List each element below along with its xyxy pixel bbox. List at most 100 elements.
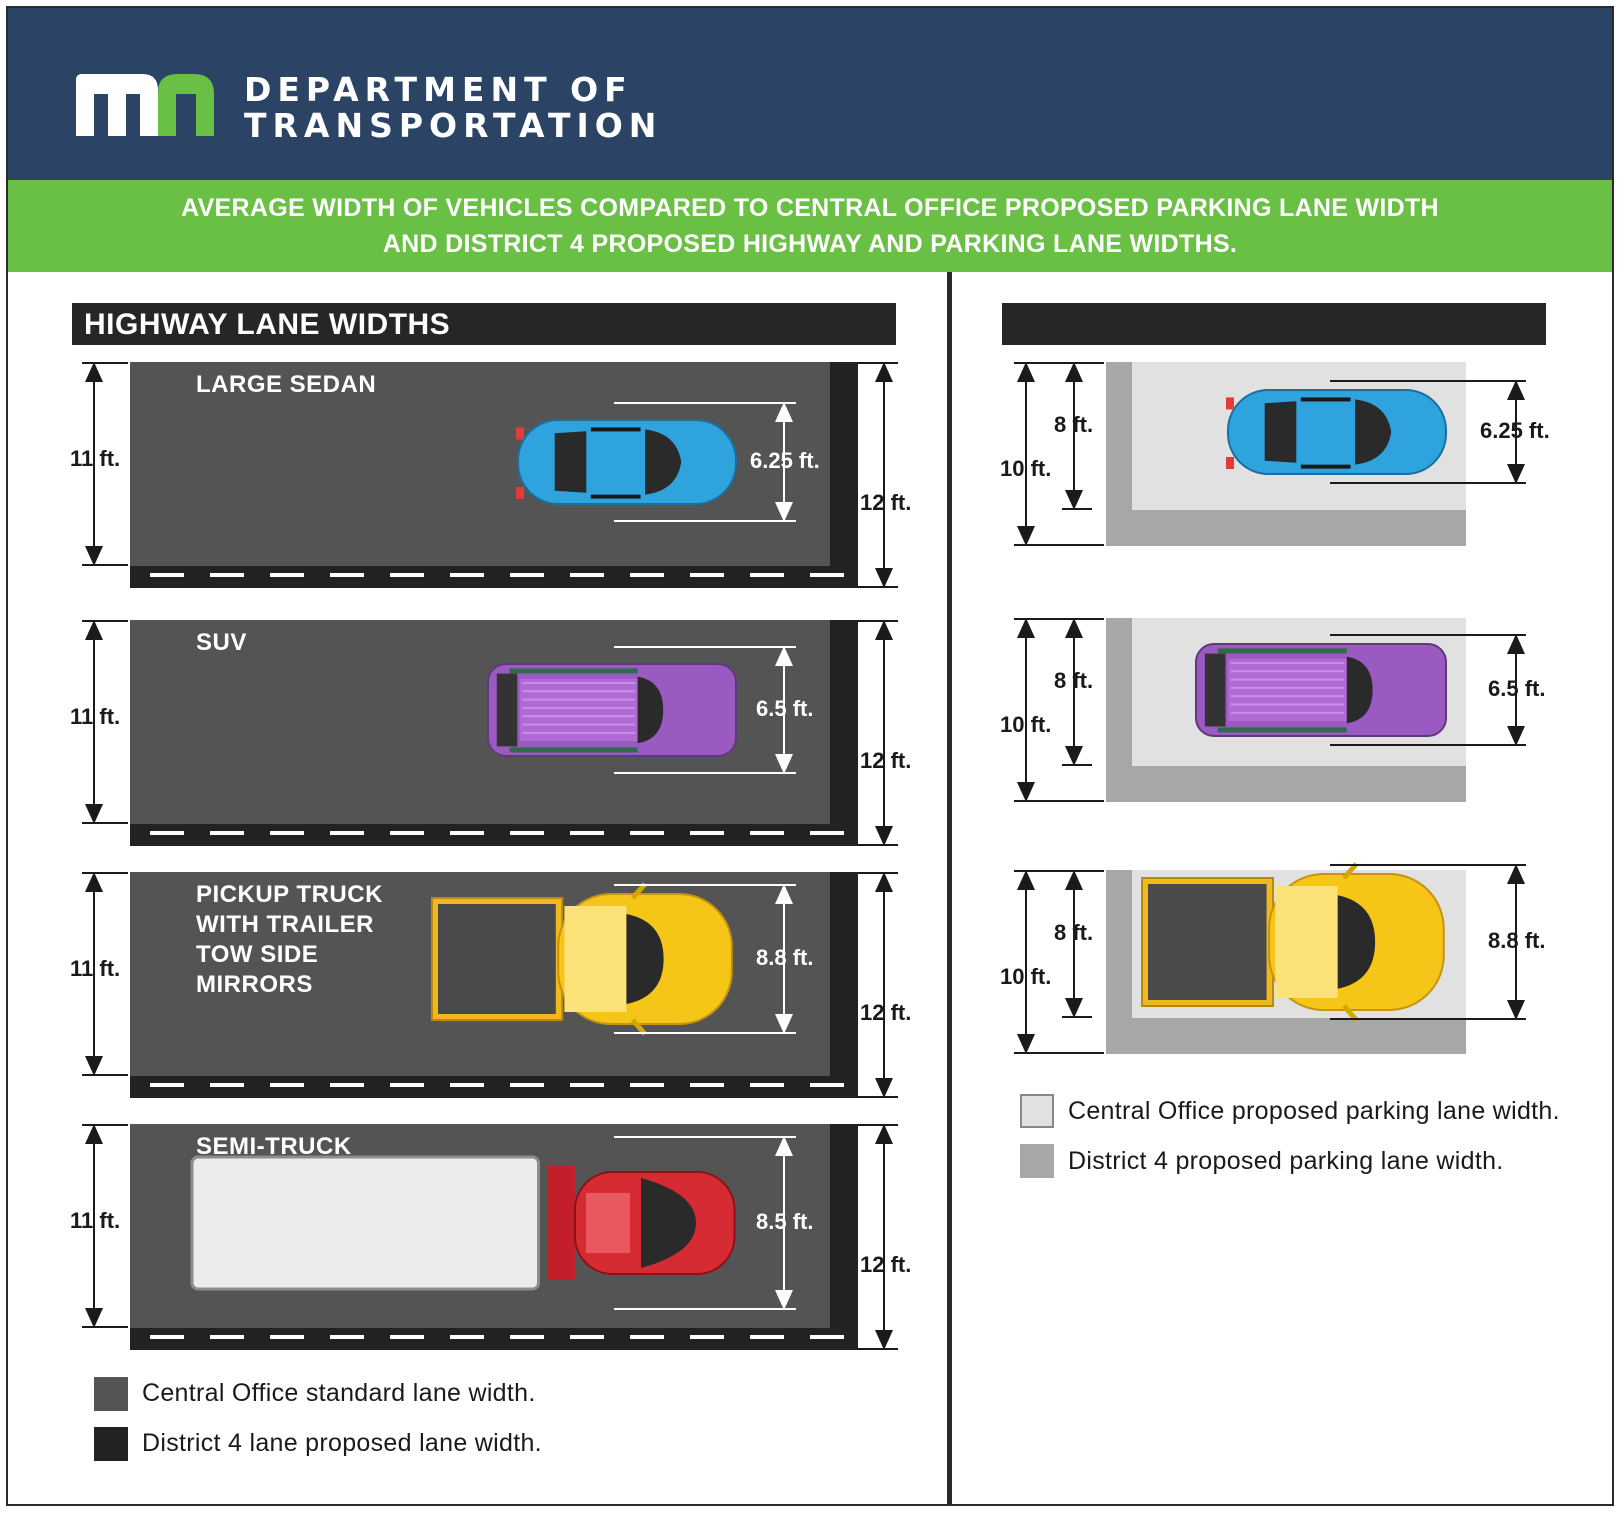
vehicle-width-label: 6.5 ft. xyxy=(1488,676,1546,701)
co-width-dim-arrow-bottom xyxy=(85,804,103,824)
mn-logo-icon xyxy=(76,74,214,136)
lane-dash xyxy=(810,1083,844,1087)
sedan-icon xyxy=(516,419,737,505)
d4-parking-tick-bottom xyxy=(1014,544,1104,546)
vehicle-width-dim-arrow-top xyxy=(775,1136,793,1156)
vehicle-width-dim-arrow-top xyxy=(775,402,793,422)
banner-line1: AVERAGE WIDTH OF VEHICLES COMPARED TO CE… xyxy=(181,194,1439,222)
d4-parking-tick-bottom xyxy=(1014,800,1104,802)
co-width-dim-line xyxy=(93,636,95,808)
vehicle-width-dim-arrow-bottom xyxy=(1507,1000,1525,1020)
co-width-label: 11 ft. xyxy=(70,704,121,729)
legend-d4-lane: District 4 lane proposed lane width. xyxy=(142,1429,542,1457)
d4-parking-dim-arrow-bottom xyxy=(1017,1034,1035,1054)
vehicle-width-label: 8.8 ft. xyxy=(1488,928,1546,953)
pickup-truck-icon xyxy=(1141,862,1445,1022)
legend-swatch-co-lane xyxy=(94,1377,128,1411)
d4-width-label: 12 ft. xyxy=(860,748,912,773)
lane-dash xyxy=(630,573,664,577)
co-width-dim-arrow-bottom xyxy=(85,546,103,566)
co-parking-dim-arrow-top xyxy=(1065,618,1083,638)
lane-dash xyxy=(210,1083,244,1087)
vehicle-width-dim-arrow-bottom xyxy=(1507,464,1525,484)
co-width-dim-arrow-top xyxy=(85,362,103,382)
vehicle-width-tick-top xyxy=(614,1136,796,1138)
co-width-dim-arrow-top xyxy=(85,620,103,640)
lane-dash xyxy=(330,831,364,835)
sedan-icon xyxy=(1226,389,1447,475)
pickup-truck-icon xyxy=(431,882,733,1036)
dept-line2: TRANSPORTATION xyxy=(244,106,663,145)
vehicle-width-tick-top xyxy=(614,402,796,404)
co-parking-tick-bottom xyxy=(1062,1016,1092,1018)
lane-dash xyxy=(630,1335,664,1339)
co-parking-tick-bottom xyxy=(1062,764,1092,766)
d4-width-tick-top xyxy=(858,620,898,622)
vehicle-width-dim-arrow-bottom xyxy=(775,502,793,522)
co-width-tick-bottom xyxy=(82,1074,128,1076)
co-width-dim-arrow-top xyxy=(85,872,103,892)
co-width-dim-line xyxy=(93,1140,95,1312)
vehicle-width-dim-arrow-bottom xyxy=(775,1290,793,1310)
lane-dash xyxy=(570,1335,604,1339)
co-width-label: 11 ft. xyxy=(70,956,121,981)
lane-dash xyxy=(630,1083,664,1087)
co-width-tick-bottom xyxy=(82,564,128,566)
vehicle-width-dim-line xyxy=(783,662,785,758)
lane-dash xyxy=(690,831,724,835)
d4-width-dim-arrow-top xyxy=(875,872,893,892)
lane-dash xyxy=(750,831,784,835)
d4-parking-dim-line xyxy=(1025,886,1027,1038)
lane-dash xyxy=(810,1335,844,1339)
co-width-dim-line xyxy=(93,378,95,550)
co-parking-dim-line xyxy=(1073,886,1075,1002)
d4-parking-tick-top xyxy=(1014,362,1104,364)
d4-width-dim-line xyxy=(883,1140,885,1334)
vehicle-width-dim-arrow-bottom xyxy=(775,754,793,774)
lane-dash xyxy=(390,1083,424,1087)
d4-width-dim-arrow-top xyxy=(875,620,893,640)
vehicle-width-tick-bottom xyxy=(614,520,796,522)
d4-parking-dim-arrow-bottom xyxy=(1017,526,1035,546)
d4-width-tick-bottom xyxy=(858,586,898,588)
lane-dash xyxy=(810,831,844,835)
co-width-label: 11 ft. xyxy=(70,1208,121,1233)
legend-swatch-co-parking xyxy=(1020,1094,1054,1128)
co-parking-dim-arrow-bottom xyxy=(1065,490,1083,510)
d4-parking-tick-top xyxy=(1014,870,1104,872)
dept-line1: DEPARTMENT OF xyxy=(244,70,633,109)
lane-dash xyxy=(510,831,544,835)
lane-dash xyxy=(690,573,724,577)
d4-width-tick-top xyxy=(858,362,898,364)
co-parking-label: 8 ft. xyxy=(1054,920,1094,945)
d4-width-dim-arrow-top xyxy=(875,362,893,382)
vehicle-width-dim-line xyxy=(783,418,785,506)
d4-width-dim-line xyxy=(883,888,885,1082)
vehicle-width-label: 6.25 ft. xyxy=(750,448,820,473)
page-frame xyxy=(6,6,1614,1506)
header: DEPARTMENT OF TRANSPORTATION xyxy=(8,8,1612,180)
legend-swatch-d4-parking xyxy=(1020,1144,1054,1178)
vehicle-width-label: 8.8 ft. xyxy=(756,945,814,970)
column-divider xyxy=(947,272,952,1506)
vehicle-width-tick-bottom xyxy=(614,1308,796,1310)
d4-width-tick-bottom xyxy=(858,844,898,846)
vehicle-width-dim-line xyxy=(783,1152,785,1294)
d4-parking-dim-line xyxy=(1025,378,1027,530)
banner-line2: AND DISTRICT 4 PROPOSED HIGHWAY AND PARK… xyxy=(382,230,1238,258)
d4-parking-dim-line xyxy=(1025,634,1027,786)
d4-parking-dim-arrow-top xyxy=(1017,362,1035,382)
co-width-label: 11 ft. xyxy=(70,446,121,471)
suv-icon xyxy=(1195,643,1447,737)
vehicle-width-tick-bottom xyxy=(614,1032,796,1034)
lane-dash xyxy=(210,573,244,577)
d4-parking-dim-arrow-top xyxy=(1017,618,1035,638)
lane-dash xyxy=(390,831,424,835)
vehicle-width-dim-arrow-top xyxy=(775,884,793,904)
lane-dash xyxy=(750,573,784,577)
legend-swatch-d4-lane xyxy=(94,1427,128,1461)
lane-dash xyxy=(210,1335,244,1339)
vehicle-width-tick-top xyxy=(1330,380,1526,382)
co-parking-label: 8 ft. xyxy=(1054,412,1094,437)
vehicle-width-dim-arrow-top xyxy=(1507,634,1525,654)
